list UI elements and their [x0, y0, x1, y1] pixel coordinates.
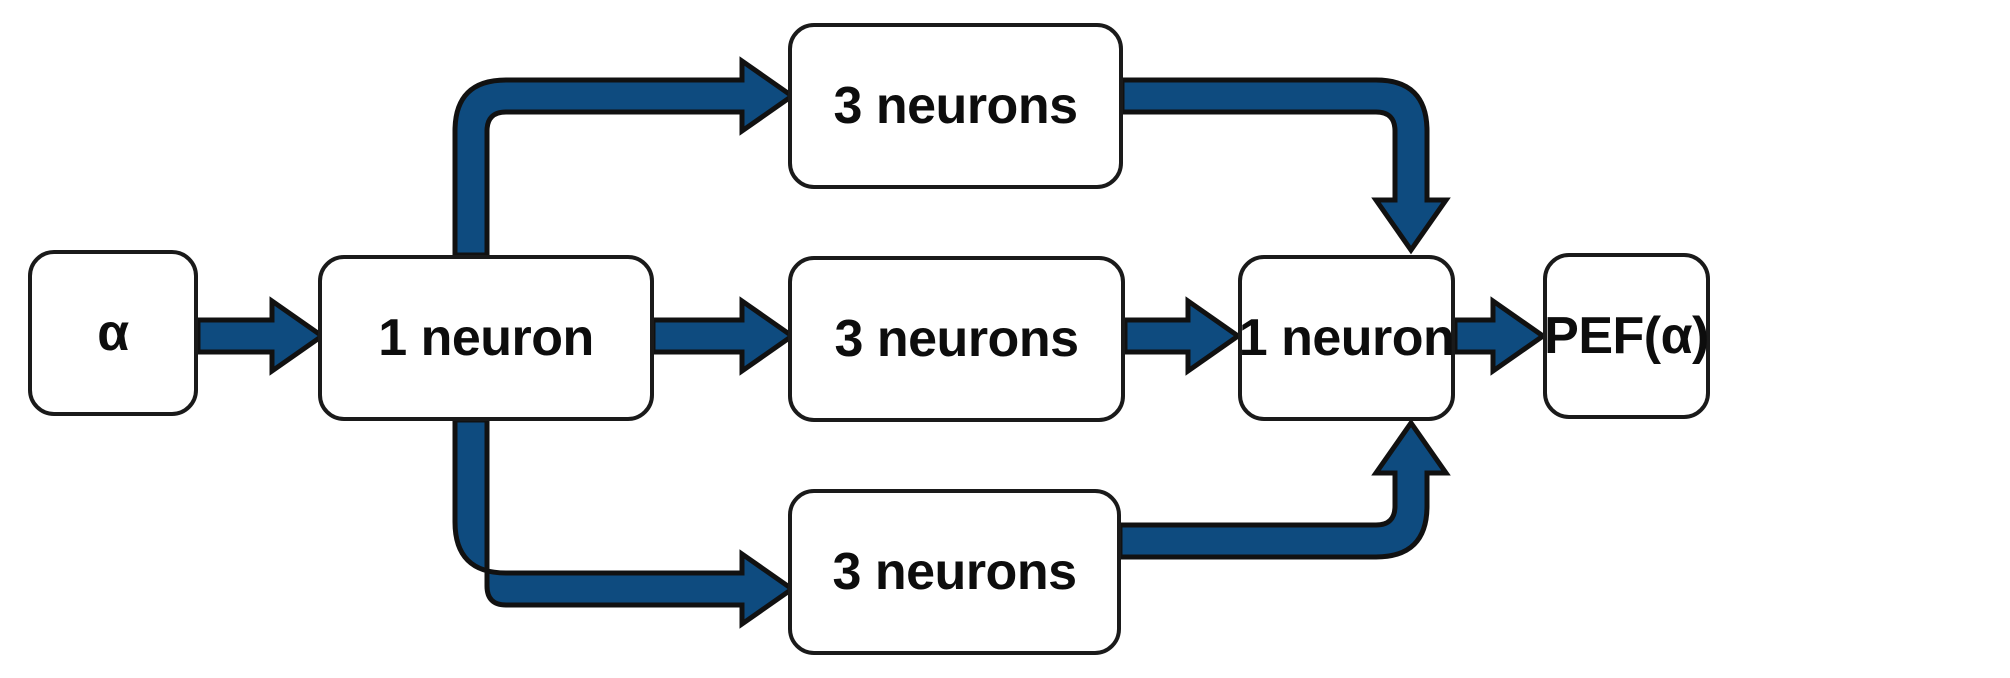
arrow-split-to-hidden-top — [452, 56, 797, 258]
arrow-input-to-split — [195, 296, 327, 376]
arrow-merge-to-output — [1452, 296, 1548, 376]
node-split-1-neuron[interactable]: 1 neuron — [318, 255, 654, 421]
edge-hidden-top-to-merge — [1119, 77, 1451, 255]
arrow-hidden-mid-to-merge — [1122, 296, 1243, 376]
node-input-alpha[interactable]: α — [28, 250, 198, 416]
edge-hidden-bot-to-merge — [1117, 418, 1451, 560]
edge-split-to-hidden-top — [452, 56, 797, 258]
node-hidden-bot-3-neurons[interactable]: 3 neurons — [788, 489, 1121, 655]
node-label-merge: 1 neuron — [1238, 309, 1455, 367]
edge-split-to-hidden-mid — [650, 296, 797, 376]
node-label-output: PEF(α) — [1544, 307, 1709, 365]
edge-split-to-hidden-bot — [452, 417, 797, 629]
edge-merge-to-output — [1452, 296, 1548, 376]
arrow-split-to-hidden-bot — [452, 417, 797, 629]
edge-hidden-mid-to-merge — [1122, 296, 1243, 376]
arrow-split-to-hidden-mid — [650, 296, 797, 376]
node-hidden-mid-3-neurons[interactable]: 3 neurons — [788, 256, 1125, 422]
node-label-hidden-bot: 3 neurons — [832, 543, 1078, 601]
node-label-hidden-top: 3 neurons — [833, 77, 1079, 135]
arrow-hidden-top-to-merge — [1119, 77, 1451, 255]
node-hidden-top-3-neurons[interactable]: 3 neurons — [788, 23, 1123, 189]
arrow-hidden-bot-to-merge — [1117, 418, 1451, 560]
node-merge-1-neuron[interactable]: 1 neuron — [1238, 255, 1455, 421]
node-label-split: 1 neuron — [378, 309, 594, 367]
node-label-input: α — [97, 304, 129, 362]
node-label-hidden-mid: 3 neurons — [834, 310, 1080, 368]
edge-input-to-split — [195, 296, 327, 376]
node-output-pef[interactable]: PEF(α) — [1543, 253, 1710, 419]
